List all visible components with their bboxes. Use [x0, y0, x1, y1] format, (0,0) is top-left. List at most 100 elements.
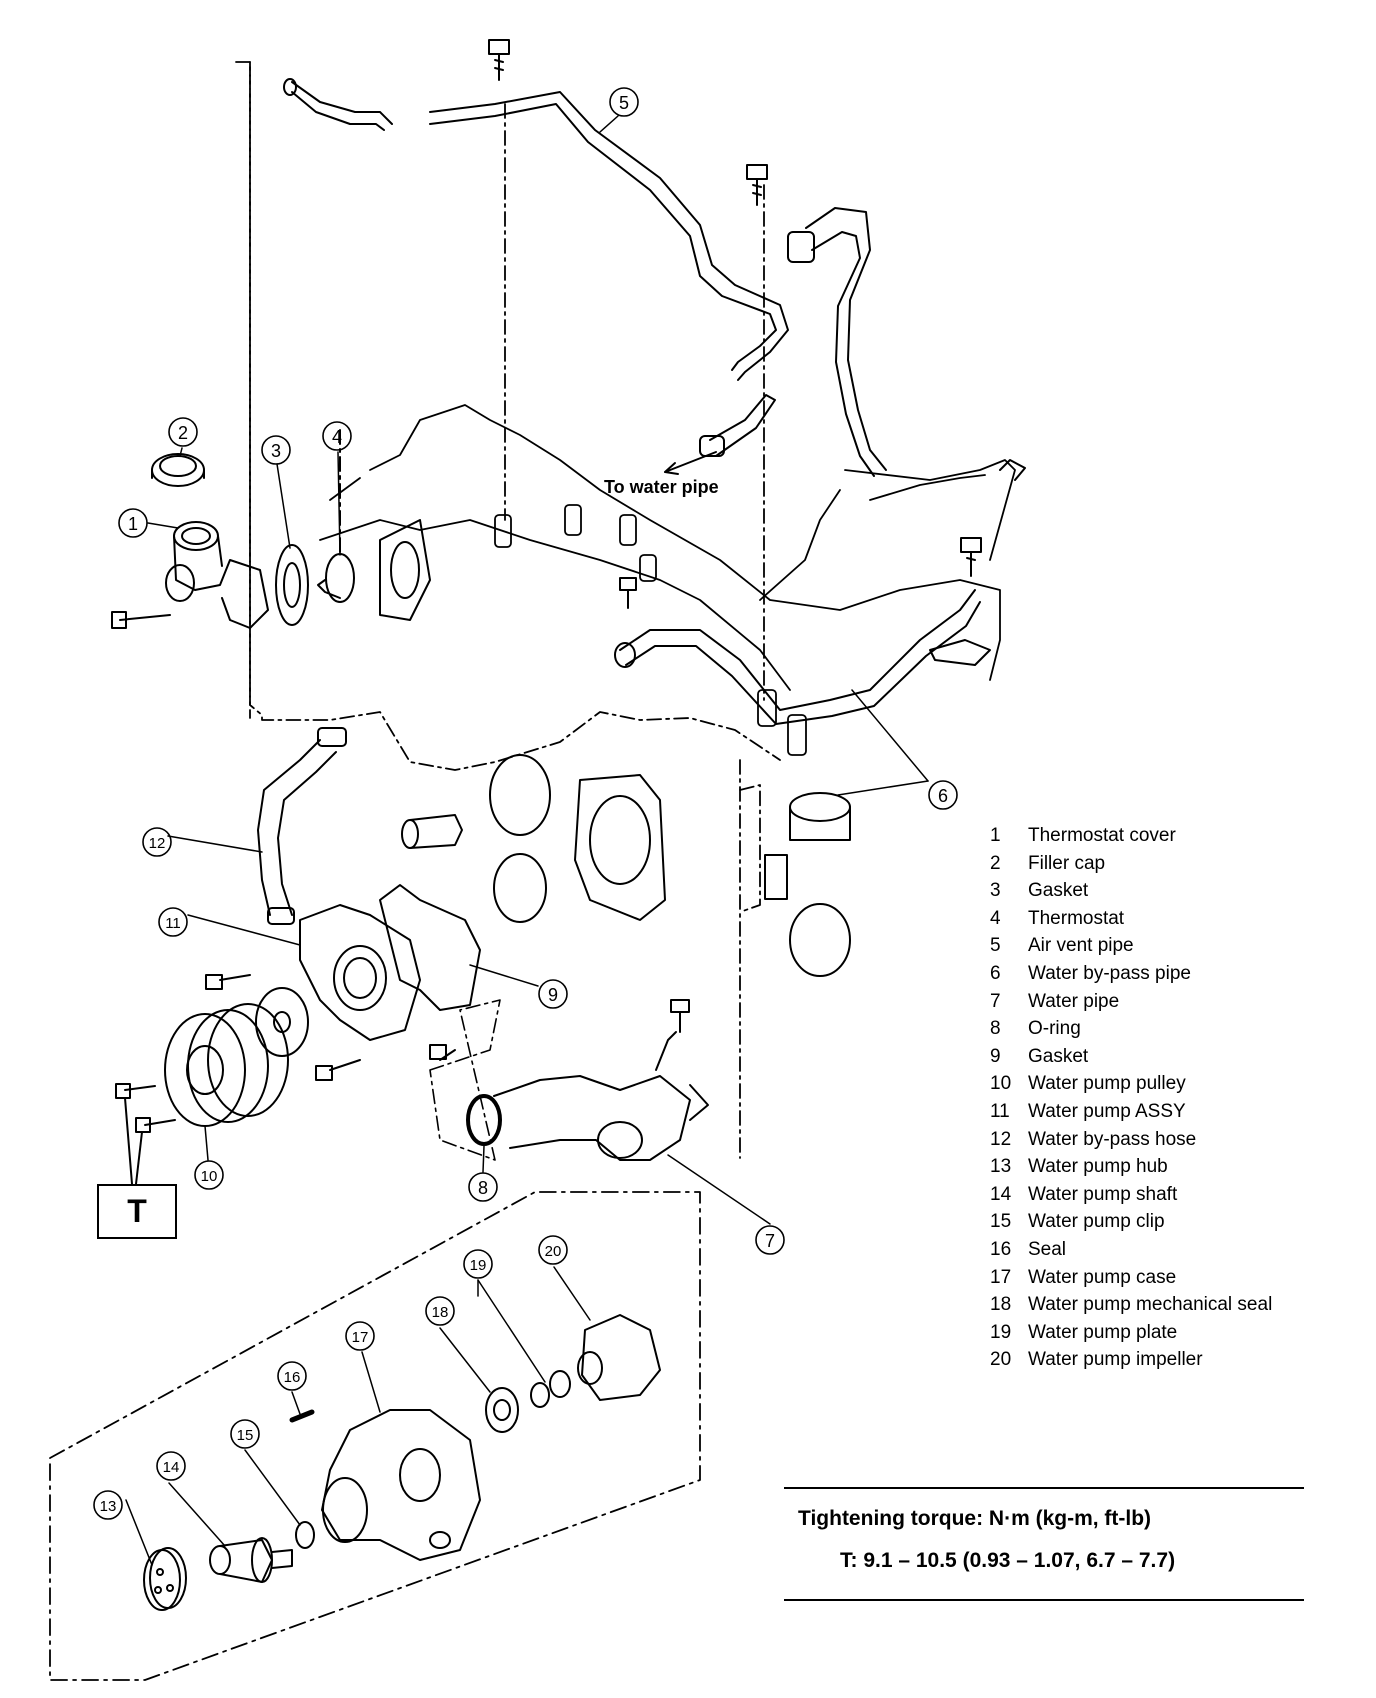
callout-7: 7 — [755, 1225, 785, 1255]
intake-manifold — [319, 404, 1016, 756]
callout-18: 18 — [425, 1296, 455, 1326]
upper-hose — [283, 78, 393, 131]
callout-11: 11 — [158, 907, 188, 937]
svg-text:8: 8 — [478, 1178, 488, 1198]
thermostat — [317, 429, 355, 603]
torque-symbol: T — [127, 1193, 147, 1229]
svg-text:13: 13 — [100, 1498, 117, 1515]
callout-19: 19 — [463, 1249, 493, 1279]
callout-2: 2 — [168, 417, 198, 447]
pump-gasket — [379, 884, 481, 1011]
callout-5: 5 — [609, 87, 639, 117]
svg-text:14: 14 — [163, 1459, 180, 1476]
torque-rule-bottom — [784, 1599, 1304, 1601]
water-bypass-pipe — [614, 589, 991, 725]
engine-block-outline — [235, 61, 781, 1159]
thermostat-cover — [111, 521, 269, 629]
water-pump-shaft — [209, 1537, 293, 1583]
to-water-pipe-arrow — [664, 451, 717, 473]
callout-10: 10 — [194, 1160, 224, 1190]
svg-text:6: 6 — [938, 786, 948, 806]
torque-leaders — [124, 1097, 143, 1185]
svg-text:3: 3 — [271, 441, 281, 461]
callout-13: 13 — [93, 1490, 123, 1520]
block-gaskets — [489, 754, 851, 977]
svg-text:15: 15 — [237, 1427, 254, 1444]
water-pump-clip — [295, 1521, 315, 1549]
torque-rule-top — [784, 1487, 1304, 1489]
svg-text:18: 18 — [432, 1304, 449, 1321]
leader-lines — [125, 115, 929, 1566]
bolts — [488, 39, 982, 1033]
callout-12: 12 — [142, 827, 172, 857]
water-pump-hub — [143, 1547, 187, 1611]
callout-3: 3 — [261, 435, 291, 465]
water-pump-impeller — [577, 1314, 661, 1401]
callout-1: 1 — [118, 508, 148, 538]
callout-16: 16 — [277, 1361, 307, 1391]
svg-text:19: 19 — [470, 1257, 487, 1274]
callout-4: 4 — [322, 421, 352, 451]
svg-text:11: 11 — [165, 915, 181, 932]
pump-exploded-inset — [49, 1191, 701, 1681]
torque-spec-panel: Tightening torque: N·m (kg-m, ft-lb) T: … — [784, 1487, 1304, 1671]
water-pump-plate — [530, 1370, 571, 1408]
pipe-collar — [764, 792, 851, 900]
svg-text:17: 17 — [352, 1329, 369, 1346]
callout-15: 15 — [230, 1419, 260, 1449]
thermostat-gasket — [275, 544, 309, 626]
o-ring — [466, 1094, 502, 1146]
callout-9: 9 — [538, 979, 568, 1009]
callout-14: 14 — [156, 1451, 186, 1481]
thermostat-housing — [379, 519, 431, 621]
svg-text:7: 7 — [765, 1231, 775, 1251]
water-pump-pulley — [115, 1003, 289, 1133]
callout-6: 6 — [928, 780, 958, 810]
callout-17: 17 — [345, 1321, 375, 1351]
air-vent-pipe — [429, 91, 789, 381]
svg-text:2: 2 — [178, 423, 188, 443]
svg-text:20: 20 — [545, 1243, 562, 1260]
torque-value: T: 9.1 – 10.5 (0.93 – 1.07, 6.7 – 7.7) — [840, 1549, 1176, 1572]
torque-heading: Tightening torque: N·m (kg-m, ft-lb) — [798, 1507, 1152, 1530]
svg-text:5: 5 — [619, 93, 629, 113]
filler-cap — [151, 453, 205, 487]
svg-text:4: 4 — [332, 427, 342, 447]
o-ring-dashed-box — [429, 999, 501, 1161]
callout-8: 8 — [468, 1172, 498, 1202]
to-water-pipe-label: To water pipe — [604, 477, 719, 497]
svg-text:1: 1 — [128, 514, 138, 534]
callout-20: 20 — [538, 1235, 568, 1265]
water-pump-case — [321, 1409, 481, 1561]
svg-text:16: 16 — [284, 1369, 301, 1386]
water-pipe — [493, 1031, 709, 1161]
water-pump-assy — [205, 904, 456, 1081]
svg-text:12: 12 — [149, 835, 166, 852]
seal-part — [289, 1409, 315, 1423]
water-pump-mechanical-seal — [485, 1387, 519, 1433]
torque-symbol-box: T — [97, 1184, 177, 1239]
upper-right-hose — [787, 207, 887, 477]
to-water-pipe-arrowhead — [664, 462, 679, 475]
water-bypass-hose — [257, 727, 347, 925]
pipe-stub — [401, 814, 463, 849]
